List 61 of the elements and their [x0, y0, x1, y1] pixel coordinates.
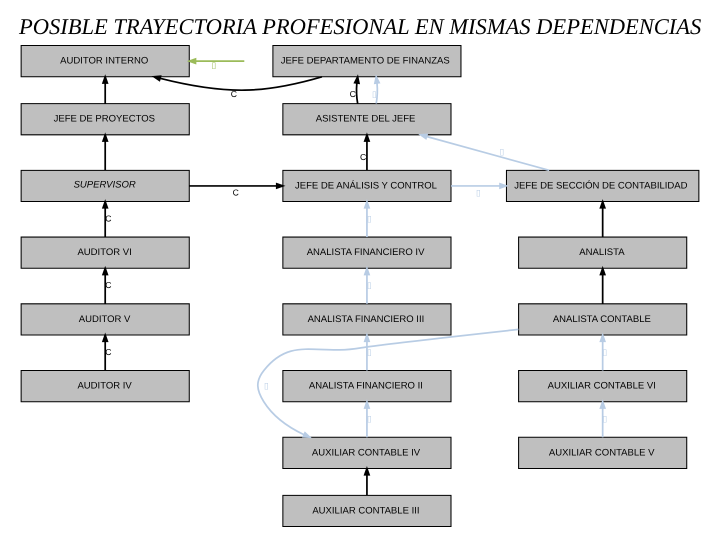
- arrow: [599, 399, 606, 438]
- edge-label: C: [350, 89, 356, 100]
- node-box: JEFE DE ANÁLISIS Y CONTROL: [282, 170, 452, 202]
- node-box: AUXILIAR CONTABLE VI: [518, 370, 688, 402]
- edge-label: ▯: [500, 146, 505, 157]
- node-box: AUXILIAR CONTABLE III: [282, 494, 452, 528]
- arrow: [102, 266, 109, 304]
- arrow: [102, 199, 109, 238]
- arrow: [599, 332, 606, 371]
- edge-label: ▯: [366, 280, 372, 290]
- diagram-title: POSIBLE TRAYECTORIA PROFESIONAL EN MISMAS DEPENDENCIAS: [18, 14, 702, 40]
- arrow: [374, 74, 380, 104]
- edge-label: C: [105, 346, 112, 357]
- node-box: AUXILIAR CONTABLE IV: [282, 436, 452, 469]
- arrow: [364, 466, 370, 496]
- arrow: [189, 182, 286, 190]
- node-box: ANALISTA FINANCIERO II: [282, 370, 452, 402]
- arrow: [364, 199, 370, 238]
- node-box: AUDITOR V: [20, 303, 190, 336]
- arrow: [102, 332, 109, 371]
- arrow: [102, 74, 109, 104]
- edge-label: ▯: [602, 414, 608, 424]
- node-box: JEFE DE PROYECTOS: [20, 103, 190, 136]
- edge-label: ▯: [366, 346, 372, 357]
- node-box: JEFE DEPARTAMENTO DE FINANZAS: [272, 45, 462, 78]
- edge-label: ▯: [264, 380, 269, 390]
- node-box: ANALISTA CONTABLE: [518, 303, 688, 336]
- edge-label: C: [360, 152, 366, 162]
- edge-label: ▯: [372, 89, 378, 100]
- node-box: AUDITOR VI: [20, 236, 190, 269]
- edge-label: ▯: [366, 213, 372, 224]
- arrow: [599, 199, 606, 238]
- arrow: [256, 328, 519, 438]
- arrow: [364, 399, 370, 438]
- node-box: AUDITOR IV: [20, 370, 190, 402]
- arrow: [451, 182, 509, 190]
- node-box: SUPERVISOR: [20, 170, 190, 202]
- arrow: [364, 132, 370, 170]
- edge-label: ▯: [211, 60, 216, 70]
- arrow: [418, 133, 550, 172]
- edge-label: ▯: [366, 414, 372, 424]
- edge-label: ▯: [476, 187, 482, 198]
- node-box: ANALISTA: [518, 236, 688, 269]
- node-box: ANALISTA FINANCIERO III: [282, 303, 452, 336]
- arrow: [599, 266, 606, 304]
- arrow: [353, 74, 360, 104]
- node-box: JEFE DE SECCIÓN DE CONTABILIDAD: [506, 170, 700, 202]
- node-box: ASISTENTE DEL JEFE: [282, 103, 452, 136]
- edge-label: C: [232, 187, 239, 198]
- arrow: [364, 266, 370, 304]
- edge-label: C: [105, 280, 112, 290]
- node-box: AUXILIAR CONTABLE V: [518, 436, 688, 469]
- arrow: [186, 58, 244, 64]
- arrow: [102, 132, 109, 170]
- arrow: [364, 332, 370, 371]
- arrow: [152, 75, 322, 92]
- node-box: AUDITOR INTERNO: [20, 45, 190, 78]
- node-box: ANALISTA FINANCIERO IV: [282, 236, 452, 269]
- edge-label: C: [105, 213, 112, 224]
- edge-label: ▯: [602, 346, 608, 357]
- edge-label: C: [230, 89, 238, 100]
